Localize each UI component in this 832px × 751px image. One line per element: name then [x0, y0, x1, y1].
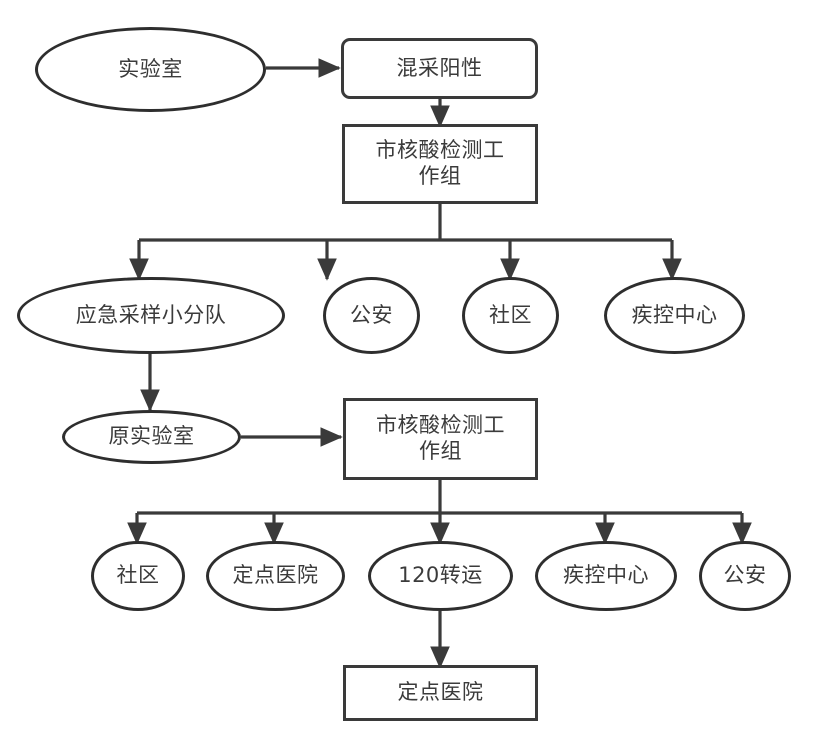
node-pooled-positive[interactable]: 混采阳性	[341, 38, 538, 99]
node-community-2-label: 社区	[116, 563, 160, 588]
node-designated-hospital-1[interactable]: 定点医院	[206, 541, 345, 611]
node-transfer-120-label: 120转运	[398, 563, 483, 588]
node-city-group-2-label: 市核酸检测工 作组	[376, 413, 505, 463]
node-cdc-2[interactable]: 疾控中心	[535, 541, 677, 611]
node-emergency-team[interactable]: 应急采样小分队	[17, 277, 285, 354]
node-city-group-1[interactable]: 市核酸检测工 作组	[342, 124, 538, 204]
node-origin-lab-label: 原实验室	[108, 424, 195, 449]
node-cdc-1[interactable]: 疾控中心	[604, 277, 745, 354]
node-lab[interactable]: 实验室	[35, 27, 266, 112]
node-city-group-2[interactable]: 市核酸检测工 作组	[343, 398, 538, 480]
node-designated-hospital-1-label: 定点医院	[232, 563, 319, 588]
node-community-1[interactable]: 社区	[462, 277, 559, 354]
node-designated-hospital-2-label: 定点医院	[397, 680, 484, 705]
node-lab-label: 实验室	[118, 56, 183, 81]
node-police-1-label: 公安	[350, 302, 393, 327]
node-cdc-1-label: 疾控中心	[631, 302, 718, 327]
node-origin-lab[interactable]: 原实验室	[62, 410, 241, 464]
node-police-2-label: 公安	[723, 563, 767, 588]
node-city-group-1-label: 市核酸检测工 作组	[375, 138, 505, 188]
node-cdc-2-label: 疾控中心	[563, 563, 649, 588]
node-pooled-positive-label: 混采阳性	[396, 55, 483, 80]
node-transfer-120[interactable]: 120转运	[368, 541, 513, 611]
node-community-1-label: 社区	[489, 302, 532, 327]
node-community-2[interactable]: 社区	[91, 541, 185, 611]
node-police-2[interactable]: 公安	[699, 541, 791, 611]
node-emergency-team-label: 应急采样小分队	[75, 302, 227, 327]
node-designated-hospital-2[interactable]: 定点医院	[343, 665, 538, 721]
node-police-1[interactable]: 公安	[323, 277, 420, 354]
